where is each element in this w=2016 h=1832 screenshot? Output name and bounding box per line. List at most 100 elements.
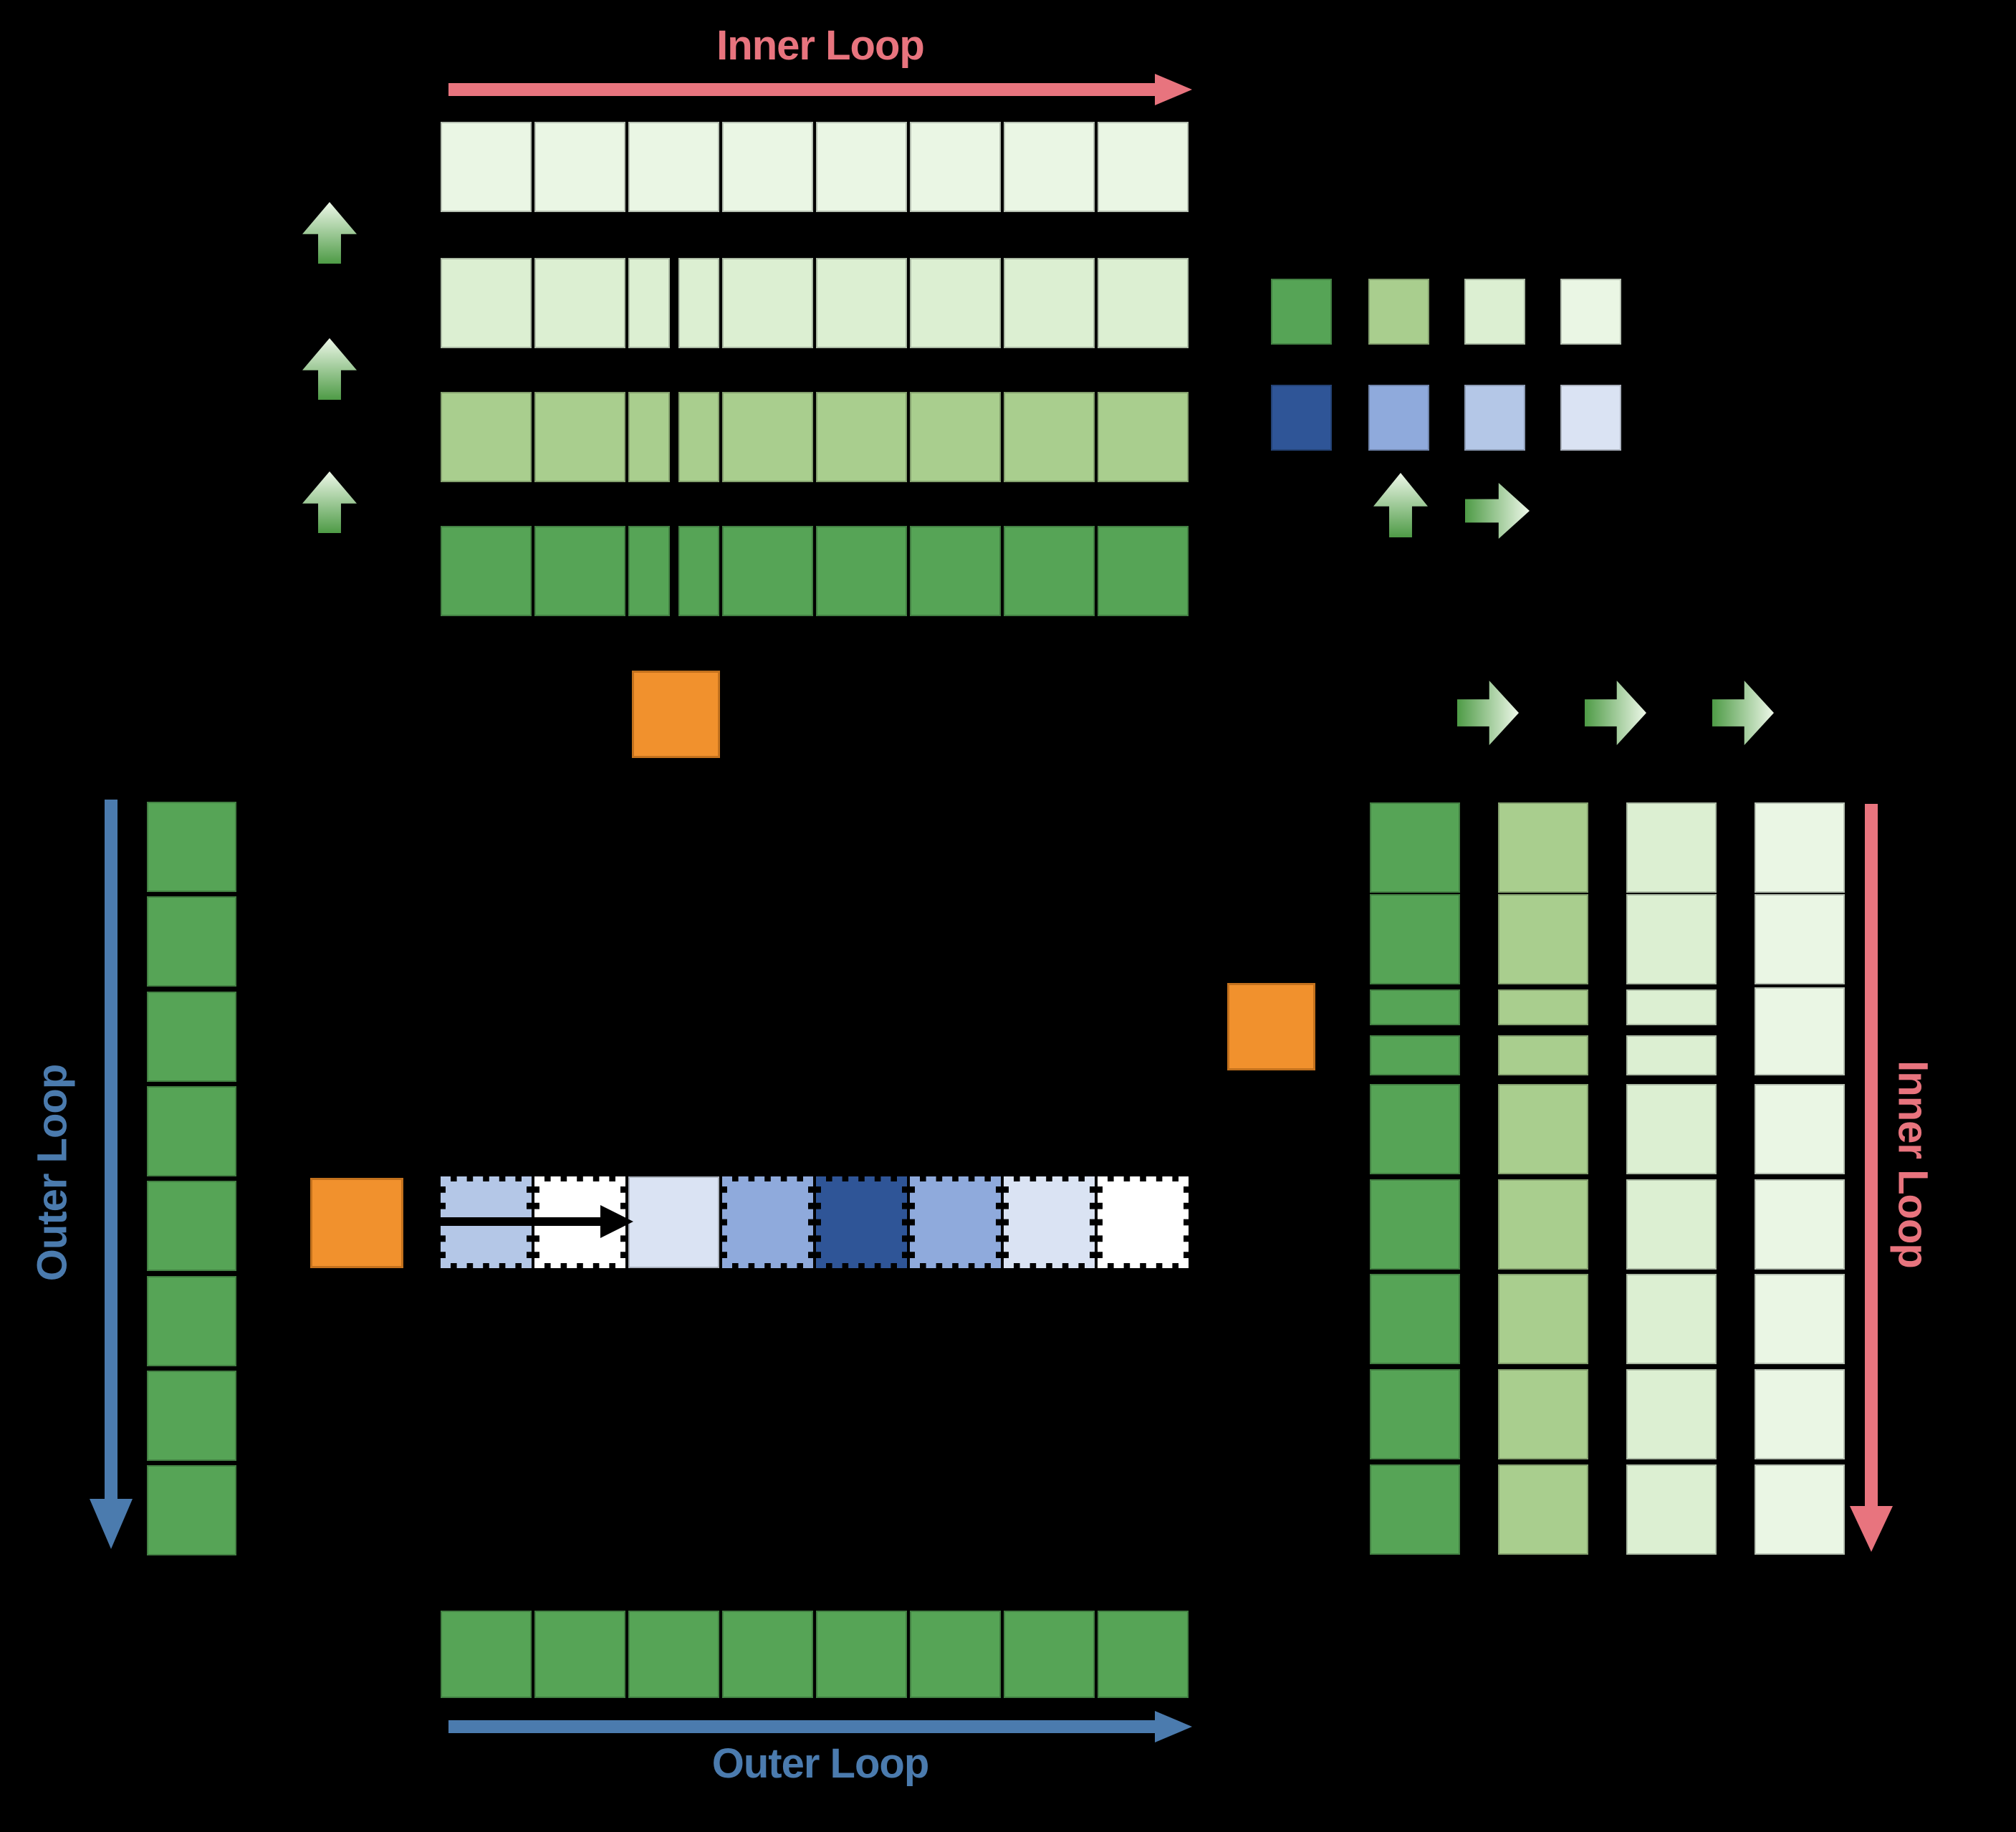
top-matrix-cell [1004,526,1095,616]
arrow-head [1155,74,1192,105]
top-matrix-cell [1004,122,1095,212]
register-cell [816,1176,907,1268]
right-matrix-cell [1498,1369,1588,1459]
left-vector-cell [147,1370,236,1461]
up-arrow-icon [302,202,357,264]
top-matrix-cell [441,122,532,212]
right-matrix-cell [1498,1274,1588,1364]
left-vector-cell [147,1465,236,1556]
bottom-vector-cell [534,1611,625,1698]
arrow-shaft [448,1720,1156,1733]
top-matrix-cell [534,392,625,482]
right-matrix-cell [1626,1369,1717,1459]
right-matrix-cell [1498,802,1588,893]
top-matrix-cell [910,526,1001,616]
top-matrix-cell [441,526,532,616]
bottom-vector-cell [441,1611,532,1698]
arrow-head [600,1205,633,1238]
right-matrix-cell [1498,1179,1588,1270]
top-matrix-cell [722,526,813,616]
right-matrix-cell [1498,989,1588,1025]
left-vector-cell [147,1275,236,1366]
legend-green-cell [1368,279,1429,345]
right-arrow-icon [1457,681,1519,745]
right-matrix-cell [1370,989,1460,1025]
top-matrix-cell [534,122,625,212]
top-matrix-cell [1098,526,1189,616]
top-matrix-cell [910,122,1001,212]
right-matrix-cell [1370,1464,1460,1555]
right-matrix-cell [1626,1035,1717,1075]
top-matrix-cell [1098,392,1189,482]
right-matrix-cell [1370,1179,1460,1270]
left-vector-cell [147,896,236,987]
right-matrix-cell [1370,894,1460,984]
left-vector-cell [147,802,236,892]
top-matrix-cell [1098,258,1189,348]
right-matrix-cell [1755,987,1845,1075]
top-matrix-cell [441,392,532,482]
right-matrix-cell [1626,1464,1717,1555]
top-matrix-cell [534,258,625,348]
top-matrix-cell [816,258,907,348]
top-matrix-cell [722,392,813,482]
right-matrix-cell [1498,1035,1588,1075]
right-matrix-cell [1755,1274,1845,1364]
register-cell [1098,1176,1189,1268]
arrow-head [90,1499,133,1549]
bottom-vector-cell [628,1611,719,1698]
top-matrix-cell [722,122,813,212]
legend-blue-cell [1560,385,1621,451]
right-matrix-cell [1755,1084,1845,1174]
bottom-vector-cell [910,1611,1001,1698]
right-matrix-cell [1370,1274,1460,1364]
store-arrow-icon [439,1205,633,1238]
right-matrix-cell [1370,802,1460,893]
top-matrix-cell [910,392,1001,482]
up-arrow-icon [302,338,357,400]
legend-blue-cell [1271,385,1332,451]
right-matrix-cell [1755,1369,1845,1459]
top-matrix-cell [722,258,813,348]
right-arrow-icon [1712,681,1774,745]
inner-loop-arrow-right [1850,804,1893,1552]
right-matrix-cell [1626,802,1717,893]
top-matrix-cell-half [678,392,719,482]
left-vector-cell [147,991,236,1082]
outer-loop-label-left: Outer Loop [29,1064,76,1282]
top-matrix-cell [816,122,907,212]
left-vector-cell [147,1085,236,1176]
bottom-vector-cell [722,1611,813,1698]
orange-tile-left [310,1178,403,1268]
right-matrix-cell [1755,894,1845,984]
orange-tile-top [632,671,720,758]
top-matrix-cell [910,258,1001,348]
inner-loop-arrow-top [448,74,1192,105]
top-matrix-cell-half [628,258,670,348]
inner-loop-label-top: Inner Loop [716,22,925,69]
arrow-shaft [1865,804,1878,1507]
top-matrix-cell-half [678,526,719,616]
right-matrix-cell [1755,1464,1845,1555]
register-cell [722,1176,813,1268]
top-matrix-cell-half [628,392,670,482]
register-cell [628,1176,719,1268]
arrow-shaft [448,83,1156,96]
arrow-shaft [105,800,117,1500]
register-cell [910,1176,1001,1268]
right-matrix-cell [1626,1084,1717,1174]
orange-tile-right [1227,983,1315,1070]
top-matrix-cell [441,258,532,348]
legend-right-arrow-icon [1465,483,1530,539]
up-arrow-icon [302,471,357,533]
right-matrix-cell [1626,894,1717,984]
top-matrix-cell [1098,122,1189,212]
arrow-head [1850,1506,1893,1552]
bottom-vector-cell [1098,1611,1189,1698]
right-matrix-cell [1755,1179,1845,1270]
right-matrix-cell [1755,802,1845,893]
bottom-vector-cell [1004,1611,1095,1698]
right-matrix-cell [1370,1035,1460,1075]
legend-up-arrow-icon [1373,473,1428,537]
